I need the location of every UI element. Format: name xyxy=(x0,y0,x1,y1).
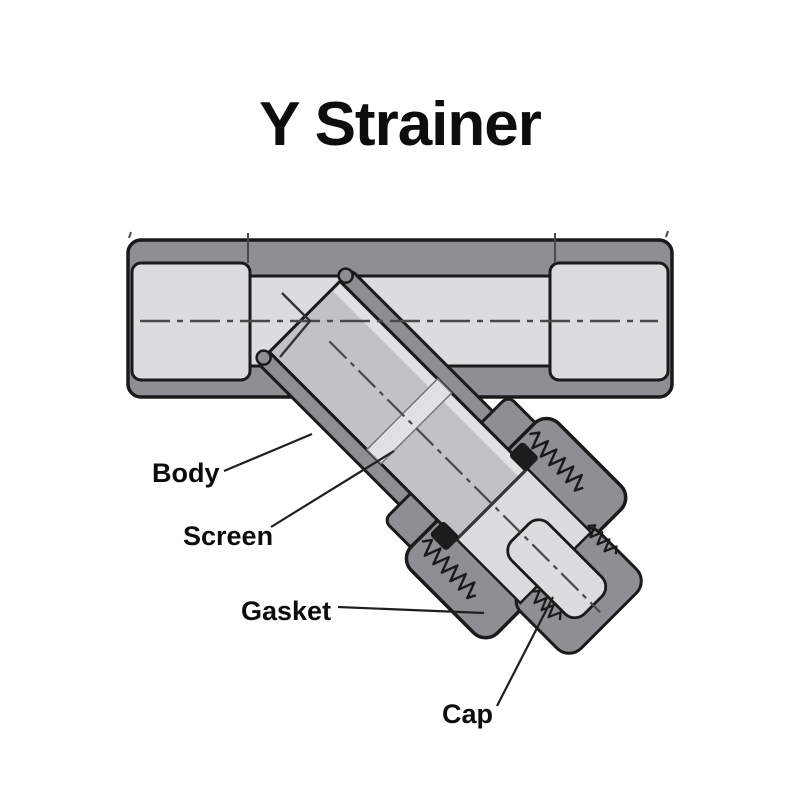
seal-lower xyxy=(430,521,459,550)
branch-centerline xyxy=(328,340,601,613)
threads-lower xyxy=(421,538,477,600)
label-body: Body xyxy=(152,458,220,488)
corner-mark-left xyxy=(128,231,132,239)
label-cap: Cap xyxy=(442,699,493,729)
threads-upper xyxy=(529,431,584,492)
screen-end-separator xyxy=(456,468,528,540)
page-title: Y Strainer xyxy=(259,90,542,159)
label-screen: Screen xyxy=(183,521,273,551)
cap-spring-lower xyxy=(531,589,562,621)
leader-cap xyxy=(496,596,554,707)
seal-upper xyxy=(509,442,538,471)
cap-spring-upper xyxy=(587,524,618,555)
flow-arrow xyxy=(279,292,312,358)
branch-assembly xyxy=(255,267,643,655)
screen-highlight xyxy=(332,284,525,476)
corner-mark-right xyxy=(665,230,669,238)
leader-body xyxy=(223,432,313,473)
leader-gasket xyxy=(337,605,485,615)
leader-screen xyxy=(270,450,395,528)
label-gasket: Gasket xyxy=(241,596,331,626)
